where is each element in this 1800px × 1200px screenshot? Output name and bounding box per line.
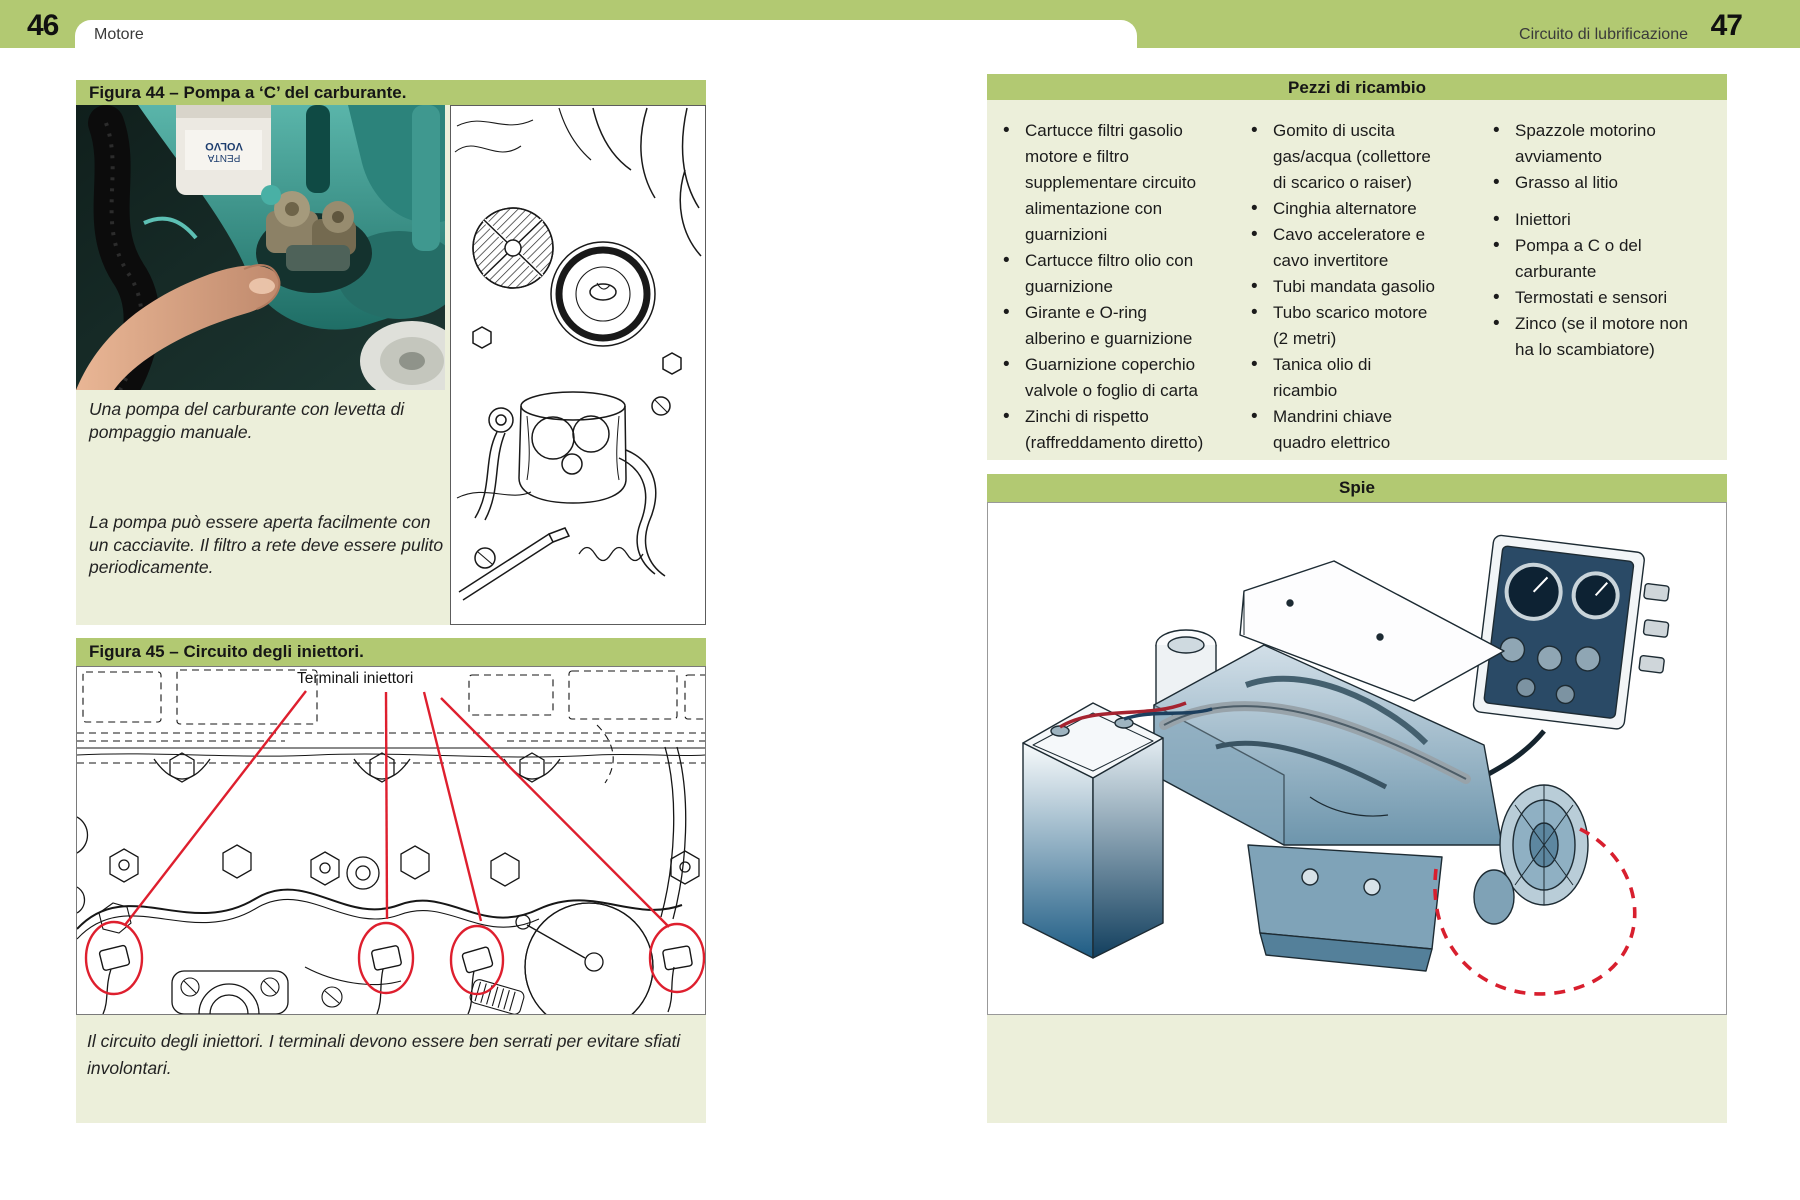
injector-circuit-drawing-image <box>76 669 712 1045</box>
svg-text:VOLVO: VOLVO <box>205 140 243 152</box>
spare-part-item: Zinco (se il motore non ha lo scambiator… <box>1492 311 1702 363</box>
figura-44-body: VOLVO PENTA <box>76 105 706 625</box>
spare-parts-title: Pezzi di ricambio <box>987 74 1727 100</box>
figura-44-title: Figura 44 – Pompa a ‘C’ del carburante. <box>76 80 706 105</box>
spare-part-item: Pompa a C o del carburante <box>1492 233 1702 285</box>
spare-part-item: Grasso al litio <box>1492 170 1702 196</box>
spare-part-item: Iniettori <box>1492 207 1702 233</box>
battery <box>1022 701 1213 959</box>
spie-box: Spie <box>987 474 1727 1123</box>
fuel-pump-photo-image: VOLVO PENTA <box>76 105 445 390</box>
spare-parts-column-2: Gomito di uscita gas/acqua (collettore d… <box>1250 118 1438 456</box>
instrument-panel <box>1472 534 1670 730</box>
spare-parts-column-1: Cartucce filtri gasolio motore e filtro … <box>1002 118 1205 456</box>
spare-part-item: Zinchi di rispetto (raffreddamento diret… <box>1002 404 1205 456</box>
header-white-tab <box>75 20 1137 48</box>
figura-45-caption: Il circuito degli iniettori. I terminali… <box>87 1031 681 1078</box>
spare-part-item: Cinghia alternatore <box>1250 196 1438 222</box>
battery-positive-wire <box>1059 701 1187 729</box>
spare-part-item: Tanica olio di ricambio <box>1250 352 1438 404</box>
engine-overview-image <box>1022 534 1670 996</box>
injector-circuit-drawing: Terminali iniettori <box>76 666 712 1045</box>
spare-part-item: Girante e O-ring alberino e guarnizione <box>1002 300 1205 352</box>
pointing-finger <box>76 264 281 390</box>
right-section-label: Circuito di lubrificazione <box>1519 26 1688 43</box>
filter-opening-drawing-image <box>454 107 702 601</box>
fuel-pump-photo: VOLVO PENTA <box>76 105 445 390</box>
svg-text:PENTA: PENTA <box>207 152 240 163</box>
spie-caption-zone <box>987 1015 1727 1123</box>
red-dashed-cable <box>1433 827 1637 996</box>
filter-opening-drawing <box>450 105 706 625</box>
left-page-number: 46 <box>27 9 59 42</box>
battery-negative-wire <box>1123 707 1213 721</box>
spare-part-item: Mandrini chiave quadro elettrico <box>1250 404 1438 456</box>
figura-45: Figura 45 – Circuito degli iniettori. <box>76 638 712 1123</box>
oil-filter: VOLVO PENTA <box>176 105 271 195</box>
spare-part-item: Termostati e sensori <box>1492 285 1702 311</box>
spare-parts-column-3: Spazzole motorino avviamento Grasso al l… <box>1492 118 1702 363</box>
spare-part-item: Guarnizione coperchio valvole o foglio d… <box>1002 352 1205 404</box>
left-section-label: Motore <box>94 26 144 43</box>
engine <box>1153 560 1589 972</box>
figura-45-title: Figura 45 – Circuito degli iniettori. <box>76 638 706 666</box>
spare-part-item: Cartucce filtri gasolio motore e filtro … <box>1002 118 1205 248</box>
spare-part-item: Cavo acceleratore e cavo invertitore <box>1250 222 1438 274</box>
engine-overview-illustration <box>987 502 1727 1015</box>
spare-part-item: Tubi mandata gasolio <box>1250 274 1438 300</box>
spare-part-item: Gomito di uscita gas/acqua (collettore d… <box>1250 118 1438 196</box>
fuel-pump <box>256 185 372 293</box>
right-page-number: 47 <box>1710 9 1743 42</box>
spare-part-item: Tubo scarico motore (2 metri) <box>1250 300 1438 352</box>
figura-45-caption-zone: Il circuito degli iniettori. I terminali… <box>76 1015 706 1123</box>
page-header-band: 46 Motore Circuito di lubrificazione 47 <box>0 0 1800 48</box>
injector-annotations <box>84 690 706 996</box>
spare-part-item: Cartucce filtro olio con guarnizione <box>1002 248 1205 300</box>
spie-title: Spie <box>987 474 1727 502</box>
figura-44-photo-caption: Una pompa del carburante con levetta di … <box>89 399 405 442</box>
spare-part-item: Spazzole motorino avviamento <box>1492 118 1702 170</box>
figura-44-note-caption: La pompa può essere aperta facilmente co… <box>89 512 444 577</box>
spare-parts-box: Pezzi di ricambio Cartucce filtri gasoli… <box>987 74 1727 460</box>
terminali-iniettori-label: Terminali iniettori <box>297 670 414 687</box>
figura-44: Figura 44 – Pompa a ‘C’ del carburante. <box>76 80 706 625</box>
spare-parts-body: Cartucce filtri gasolio motore e filtro … <box>987 100 1727 460</box>
